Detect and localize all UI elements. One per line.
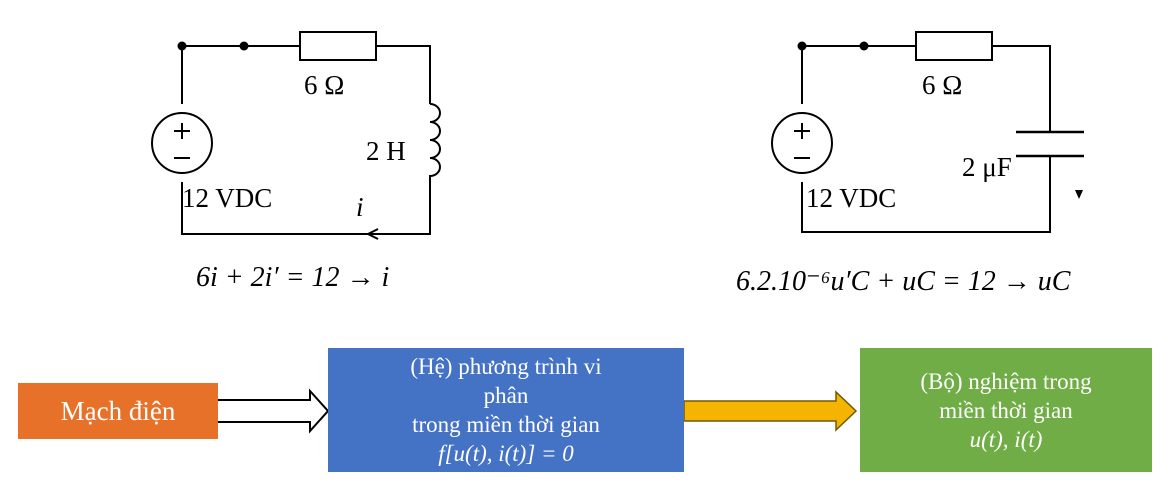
rc-voltage-arrowhead — [1075, 190, 1083, 199]
rc-resistor-label: 6 Ω — [922, 70, 962, 100]
rl-circuit — [151, 31, 441, 240]
rc-capacitor-label: 2 μF — [962, 152, 1012, 182]
rl-node-2 — [239, 41, 249, 51]
rl-current-label: i — [356, 192, 364, 222]
rc-wire-right — [801, 156, 1051, 233]
box-phuong-trinh: (Hệ) phương trình vi phân trong miền thờ… — [328, 348, 684, 472]
box-mach-dien: Mạch điện — [18, 383, 218, 439]
rl-resistor — [299, 31, 377, 61]
rl-plus-sign — [174, 123, 190, 139]
box-phuong-trinh-line3: trong miền thời gian — [412, 412, 600, 437]
rc-node-1 — [797, 41, 807, 51]
box-nghiem-line2: miền thời gian — [939, 397, 1073, 423]
rl-inductor — [429, 103, 441, 178]
gold-arrow — [683, 390, 858, 432]
rl-equation: 6i + 2i′ = 12 → i — [196, 262, 389, 293]
rl-resistor-label: 6 Ω — [304, 70, 344, 100]
box-mach-dien-label: Mạch điện — [60, 395, 176, 426]
rc-resistor — [915, 31, 993, 61]
box-phuong-trinh-line1: (Hệ) phương trình vi — [410, 354, 602, 379]
rc-node-2 — [859, 41, 869, 51]
hollow-arrow — [218, 388, 330, 434]
box-nghiem: (Bộ) nghiệm trong miền thời gian u(t), i… — [860, 348, 1152, 472]
rc-circuit — [771, 31, 1084, 233]
rl-node-1 — [177, 41, 187, 51]
rl-current-arrowhead — [365, 228, 379, 240]
box-nghiem-line1: (Bộ) nghiệm trong — [920, 368, 1092, 394]
rl-inductor-label: 2 H — [366, 136, 406, 166]
rc-voltage-source — [771, 112, 833, 174]
rl-source-label: 12 VDC — [182, 183, 272, 213]
rc-equation: 6.2.10⁻⁶u′C + uC = 12 → uC — [736, 266, 1071, 297]
box-phuong-trinh-formula: f[u(t), i(t)] = 0 — [438, 441, 574, 466]
rc-source-label: 12 VDC — [806, 183, 896, 213]
box-nghiem-formula: u(t), i(t) — [969, 426, 1043, 452]
box-phuong-trinh-line2: phân — [483, 383, 529, 408]
rl-wire-right — [181, 178, 431, 235]
rl-voltage-source — [151, 112, 213, 174]
rc-wire-top — [802, 45, 1051, 132]
rc-plus-sign — [794, 123, 810, 139]
